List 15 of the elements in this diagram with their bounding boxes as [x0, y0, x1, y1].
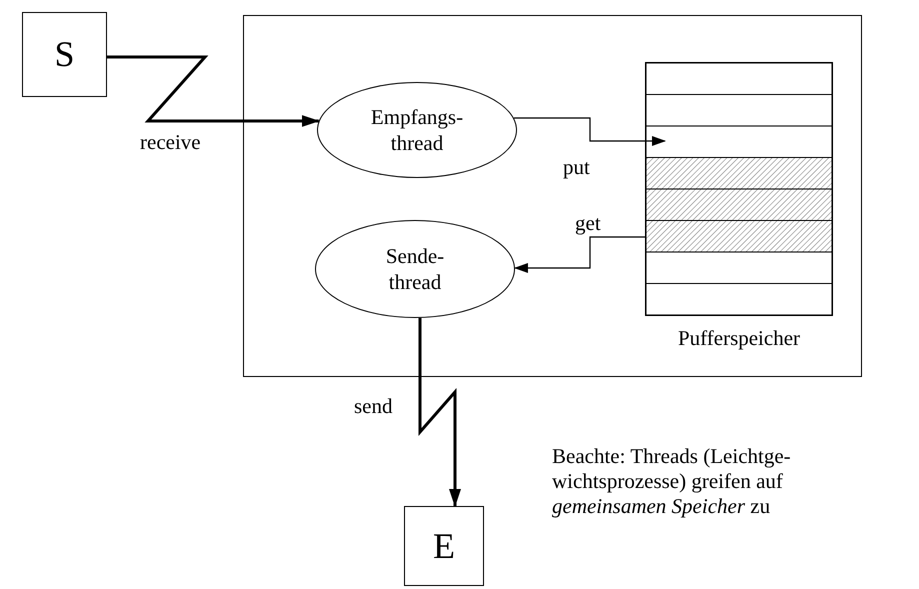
note-text: Beachte: Threads (Leichtge- wichtsprozesse) greifen auf gemeinsamen Speicher zu [552, 444, 792, 520]
message-arrow [418, 318, 461, 507]
access-arrow [514, 117, 666, 146]
message-arrow [107, 56, 320, 127]
node-label: E [433, 524, 455, 568]
buffer-caption: Pufferspeicher [678, 325, 800, 352]
station-box [404, 506, 484, 586]
node-label: Sende- thread [384, 242, 446, 296]
node-label: S [54, 33, 75, 76]
access-arrow [514, 236, 645, 273]
station-box [22, 12, 107, 97]
process-container [243, 15, 862, 377]
thread-ellipse [315, 220, 515, 318]
node-label: Empfangs- thread [370, 104, 464, 156]
thread-ellipse [317, 82, 517, 178]
